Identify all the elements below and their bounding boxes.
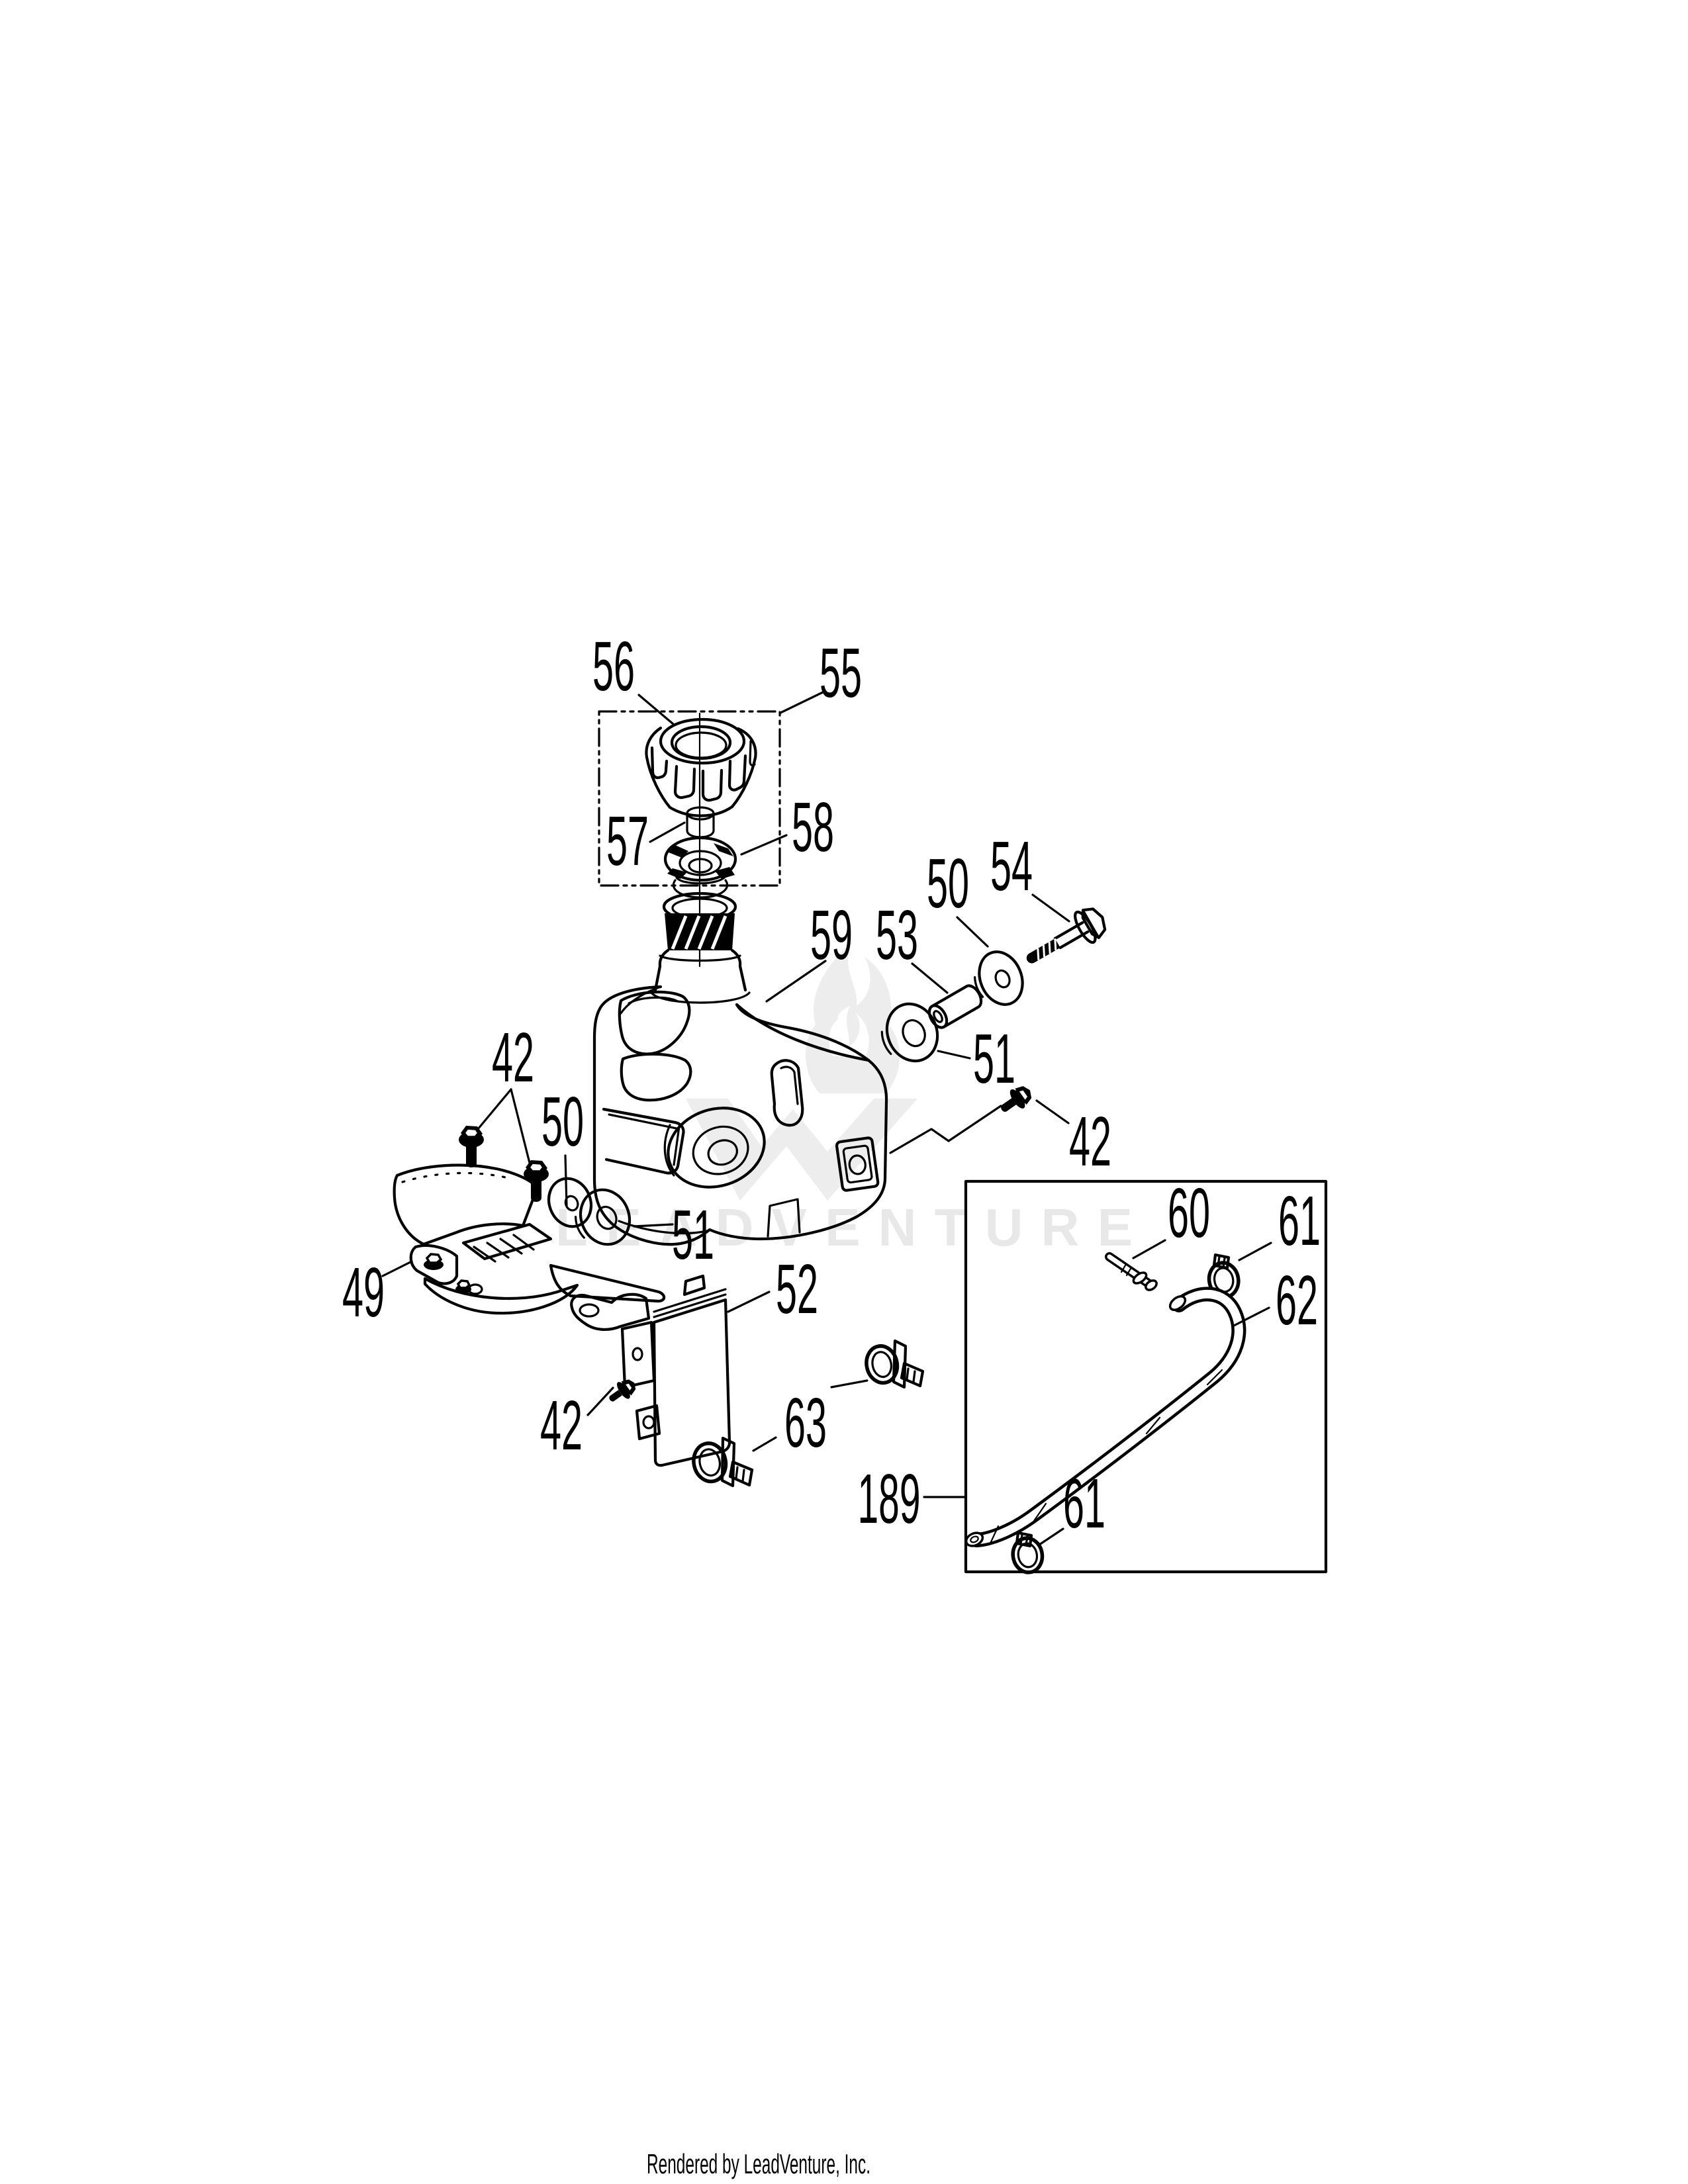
zigzag-leader-42-right xyxy=(889,1105,1002,1154)
callout-spacer-bushing: 53 xyxy=(876,896,918,974)
leadventure-logo-watermark xyxy=(686,941,917,1201)
washer-center-drawing xyxy=(575,1188,632,1246)
washer-top-right-drawing xyxy=(974,950,1024,1006)
callout-fuel-hose: 62 xyxy=(1276,1261,1318,1340)
callout-cap-gasket: 57 xyxy=(606,802,649,880)
washer-right-drawing xyxy=(880,1002,939,1063)
footer-credit: Rendered by LeadVenture, Inc. xyxy=(647,2148,870,2179)
callout-clamp-lower: 61 xyxy=(1063,1465,1105,1543)
callout-washer-left: 50 xyxy=(541,1083,584,1161)
callout-cap-valve: 58 xyxy=(792,788,834,866)
callout-washer-right: 51 xyxy=(973,1020,1015,1098)
fuel-pipe-drawing xyxy=(1105,1252,1158,1291)
hex-bolt-drawing xyxy=(1026,907,1107,964)
callout-washer-top-right: 50 xyxy=(927,844,969,923)
cap-valve-drawing xyxy=(663,836,737,899)
callout-fuel-line-assembly: 189 xyxy=(858,1460,921,1538)
cap-assembly-dashdot-box xyxy=(598,710,781,887)
fuel-line-kit-box xyxy=(964,1179,1328,1574)
callout-heat-shield: 49 xyxy=(342,1253,385,1332)
fuel-hose-drawing xyxy=(964,1287,1246,1547)
callout-screws-shield: 42 xyxy=(492,1019,534,1097)
fuel-tank-drawing xyxy=(592,891,888,1246)
hose-clip-lower-drawing xyxy=(692,1436,754,1488)
heat-shield-drawing xyxy=(393,1163,666,1315)
callout-cap-assembly-box: 55 xyxy=(820,634,862,712)
hose-clip-upper-drawing xyxy=(865,1339,925,1389)
callout-fuel-cap: 56 xyxy=(592,627,635,705)
screw-bracket-drawing xyxy=(609,1379,636,1402)
callout-clamp-upper: 61 xyxy=(1278,1182,1321,1260)
leader-lines xyxy=(381,691,1272,1546)
callout-bracket-plate: 52 xyxy=(776,1250,818,1328)
callout-screw-bracket: 42 xyxy=(540,1387,583,1465)
callout-hose-clips: 63 xyxy=(784,1384,827,1462)
callout-fuel-tank: 59 xyxy=(810,896,853,974)
bracket-plate-drawing xyxy=(570,1274,731,1467)
clamp-lower-drawing xyxy=(1011,1531,1045,1574)
spacer-bushing-drawing xyxy=(927,984,983,1029)
callout-washer-center: 51 xyxy=(672,1196,714,1274)
callout-hex-bolt: 54 xyxy=(990,827,1033,905)
callout-screw-tank-right: 42 xyxy=(1069,1103,1111,1181)
fuel-cap-drawing xyxy=(645,717,757,817)
callout-fuel-pipe: 60 xyxy=(1168,1174,1210,1252)
callout-labels: 56 55 57 58 59 53 50 54 51 42 42 50 51 4… xyxy=(342,627,1321,1543)
screw-tank-right-drawing xyxy=(1001,1086,1032,1112)
